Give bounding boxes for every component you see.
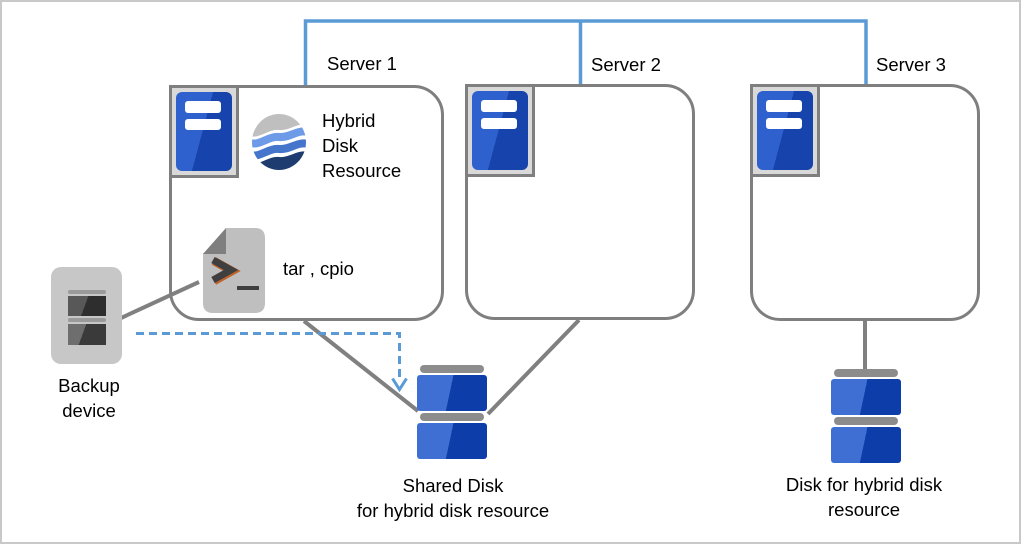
shared-disk-label-line1: Shared Disk: [402, 475, 504, 496]
server3-box: [750, 84, 980, 321]
backup-flow-arrowhead: [391, 377, 408, 393]
server2-label: Server 2: [591, 54, 661, 75]
hybrid-disk-icon: [831, 369, 901, 465]
server2-server-icon: [465, 84, 535, 177]
server1-to-shared-disk-line: [302, 319, 420, 413]
server1-server-icon: [169, 85, 239, 178]
server1-box: [169, 85, 444, 321]
shell-script-icon: [203, 228, 265, 313]
hybrid-disk-resource-label: Hybrid Disk Resource: [322, 110, 402, 181]
hybrid-disk-resource-icon: [252, 114, 306, 170]
server3-label: Server 3: [876, 54, 946, 75]
server2-box: [465, 84, 695, 320]
server1-label: Server 1: [327, 53, 397, 74]
server3-server-icon: [750, 84, 820, 177]
hybrid-disk-label-line2: resource: [828, 498, 900, 520]
hybrid-disk-label-line1: Disk for hybrid disk: [785, 474, 943, 495]
shared-disk-icon: [417, 365, 487, 461]
hybrid-disk-label: Disk for hybrid disk resource: [744, 473, 984, 522]
backup-tools-label: tar , cpio: [283, 258, 354, 279]
backup-device-label: Backup device: [58, 375, 120, 421]
backup-device-icon: [51, 267, 122, 364]
server2-to-shared-disk-line: [486, 318, 581, 416]
shared-disk-label-line2: for hybrid disk resource: [356, 499, 550, 521]
shared-disk-label: Shared Disk for hybrid disk resource: [333, 474, 573, 523]
backup-flow-dashed-line: [136, 332, 401, 379]
